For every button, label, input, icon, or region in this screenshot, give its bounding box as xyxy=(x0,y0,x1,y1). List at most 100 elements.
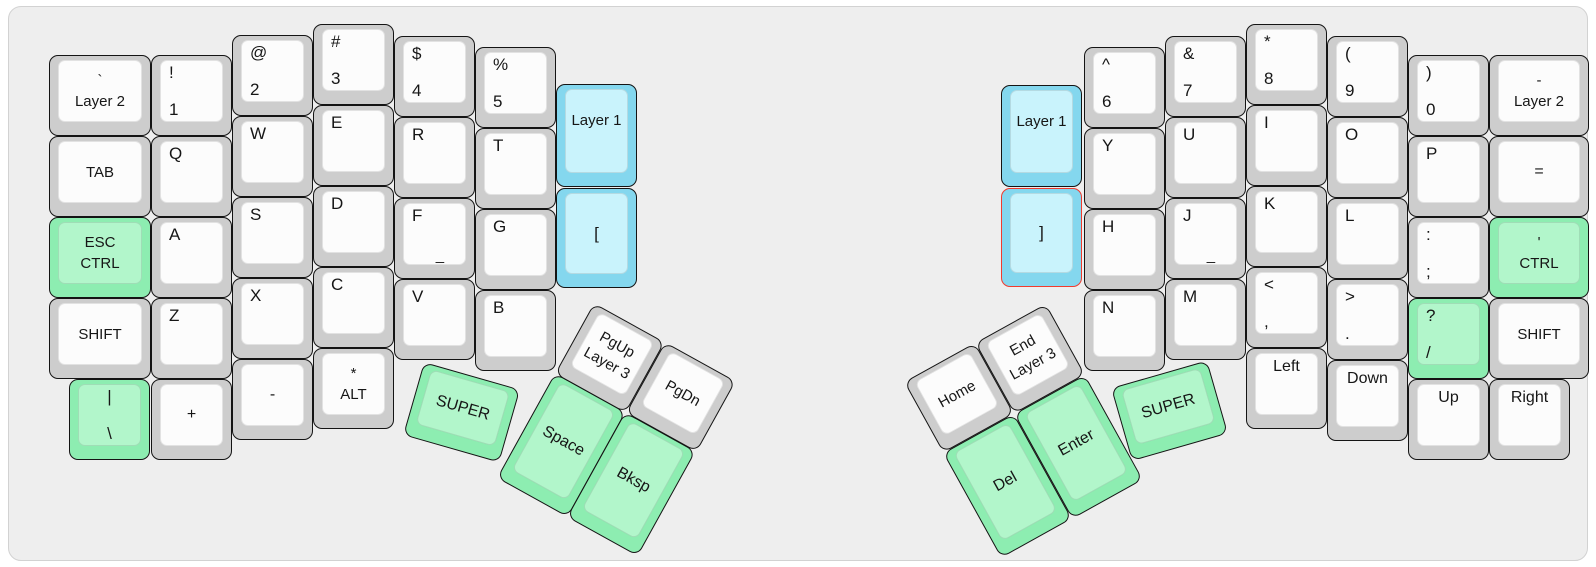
key-dollar-4[interactable]: $4 xyxy=(394,36,475,117)
key-colon-semi-cap: :; xyxy=(1417,222,1480,284)
key-plus-line-0: + xyxy=(186,406,197,423)
key-paren-0-line-0: ) xyxy=(1426,63,1432,82)
key-c[interactable]: C xyxy=(313,267,394,348)
key-a[interactable]: A xyxy=(151,217,232,298)
key-excl-1[interactable]: !1 xyxy=(151,55,232,136)
key-t[interactable]: T xyxy=(475,128,556,209)
key-paren-9[interactable]: (9 xyxy=(1327,36,1408,117)
key-pipe-backslash-cap: |\ xyxy=(78,384,141,446)
key-lbracket[interactable]: [ xyxy=(556,188,637,288)
key-arrow-right-line-0: Right xyxy=(1510,389,1549,406)
key-i[interactable]: I xyxy=(1246,105,1327,186)
key-tab[interactable]: TAB xyxy=(49,136,151,217)
key-x[interactable]: X xyxy=(232,278,313,359)
key-quote-ctrl-line-0: ' xyxy=(1537,234,1541,251)
key-super-right[interactable]: SUPER xyxy=(1111,360,1229,462)
key-arrow-down-line-0: Down xyxy=(1347,370,1388,387)
key-bksp-line-0: Bksp xyxy=(614,463,654,496)
key-arrow-right-cap: Right xyxy=(1498,384,1561,446)
key-pipe-backslash-line-1: \ xyxy=(107,424,112,443)
key-v[interactable]: V xyxy=(394,279,475,360)
key-b[interactable]: B xyxy=(475,290,556,371)
key-x-line-0: X xyxy=(250,286,262,305)
key-equals[interactable]: = xyxy=(1489,136,1589,217)
key-lt-comma[interactable]: <, xyxy=(1246,267,1327,348)
key-minus-left-line-0: - xyxy=(269,386,276,403)
key-hash-3-cap: #3 xyxy=(322,29,385,91)
key-shift-right[interactable]: SHIFT xyxy=(1489,298,1589,379)
key-shift-left[interactable]: SHIFT xyxy=(49,298,151,379)
key-arrow-right[interactable]: Right xyxy=(1489,379,1570,460)
key-k[interactable]: K xyxy=(1246,186,1327,267)
key-f[interactable]: F_ xyxy=(394,198,475,279)
key-gt-period[interactable]: >. xyxy=(1327,279,1408,360)
key-hash-3[interactable]: #3 xyxy=(313,24,394,105)
key-layer2-right[interactable]: -Layer 2 xyxy=(1489,55,1589,136)
key-shift-right-cap: SHIFT xyxy=(1498,303,1580,365)
key-rbracket[interactable]: ] xyxy=(1001,188,1082,287)
key-super-left-cap: SUPER xyxy=(415,369,511,447)
key-star-alt-line-1: ALT xyxy=(340,386,367,403)
key-quote-ctrl[interactable]: 'CTRL xyxy=(1489,217,1589,298)
key-star-alt[interactable]: *ALT xyxy=(313,348,394,429)
key-super-right-label: SUPER xyxy=(1122,369,1214,444)
key-p[interactable]: P xyxy=(1408,136,1489,217)
key-dollar-4-label: $4 xyxy=(412,44,463,118)
key-m[interactable]: M xyxy=(1165,279,1246,360)
key-arrow-down[interactable]: Down xyxy=(1327,360,1408,441)
key-at-2[interactable]: @2 xyxy=(232,35,313,116)
key-s-label: S xyxy=(250,205,301,242)
key-super-left[interactable]: SUPER xyxy=(403,362,521,463)
key-z-line-0: Z xyxy=(169,306,180,325)
key-shift-left-line-0: SHIFT xyxy=(78,325,122,343)
key-minus-left[interactable]: - xyxy=(232,359,313,440)
key-j[interactable]: J_ xyxy=(1165,198,1246,279)
key-l[interactable]: L xyxy=(1327,198,1408,279)
key-d-line-0: D xyxy=(331,194,344,213)
key-w[interactable]: W xyxy=(232,116,313,197)
key-s[interactable]: S xyxy=(232,197,313,278)
key-h[interactable]: H xyxy=(1084,209,1165,290)
key-p-label: P xyxy=(1426,144,1477,181)
key-paren-9-line-1: 9 xyxy=(1345,81,1355,100)
key-star-8[interactable]: *8 xyxy=(1246,24,1327,105)
key-hash-3-line-0: # xyxy=(331,32,341,51)
key-z[interactable]: Z xyxy=(151,298,232,379)
key-z-cap: Z xyxy=(160,303,223,365)
key-u-label: U xyxy=(1183,125,1234,162)
key-layer1-right-line-0: Layer 1 xyxy=(1016,113,1067,130)
key-arrow-left[interactable]: Left xyxy=(1246,348,1327,429)
key-pipe-backslash-line-0: | xyxy=(107,387,112,406)
key-pipe-backslash[interactable]: |\ xyxy=(69,379,150,460)
key-u[interactable]: U xyxy=(1165,117,1246,198)
key-q[interactable]: Q xyxy=(151,136,232,217)
key-layer2-right-cap: -Layer 2 xyxy=(1498,60,1580,122)
key-y-cap: Y xyxy=(1093,133,1156,195)
key-paren-0-label: )0 xyxy=(1426,63,1477,137)
key-amp-7[interactable]: &7 xyxy=(1165,36,1246,117)
key-layer1-left[interactable]: Layer 1 xyxy=(556,84,637,187)
key-plus[interactable]: + xyxy=(151,379,232,460)
key-r[interactable]: R xyxy=(394,117,475,198)
key-d[interactable]: D xyxy=(313,186,394,267)
key-n-label: N xyxy=(1102,298,1153,335)
key-question-slash[interactable]: ?/ xyxy=(1408,298,1489,379)
key-pct-5[interactable]: %5 xyxy=(475,47,556,128)
key-layer2-left[interactable]: `Layer 2 xyxy=(49,55,151,136)
key-g[interactable]: G xyxy=(475,209,556,290)
key-e[interactable]: E xyxy=(313,105,394,186)
key-arrow-up[interactable]: Up xyxy=(1408,379,1489,460)
key-colon-semi[interactable]: :; xyxy=(1408,217,1489,298)
key-caret-6[interactable]: ^6 xyxy=(1084,47,1165,128)
key-n[interactable]: N xyxy=(1084,290,1165,371)
key-quote-ctrl-cap: 'CTRL xyxy=(1498,222,1580,284)
key-layer1-right[interactable]: Layer 1 xyxy=(1001,85,1082,187)
key-paren-0[interactable]: )0 xyxy=(1408,55,1489,136)
key-y[interactable]: Y xyxy=(1084,128,1165,209)
key-lbracket-line-0: [ xyxy=(594,223,599,243)
key-excl-1-line-1: 1 xyxy=(169,100,179,119)
key-o[interactable]: O xyxy=(1327,117,1408,198)
